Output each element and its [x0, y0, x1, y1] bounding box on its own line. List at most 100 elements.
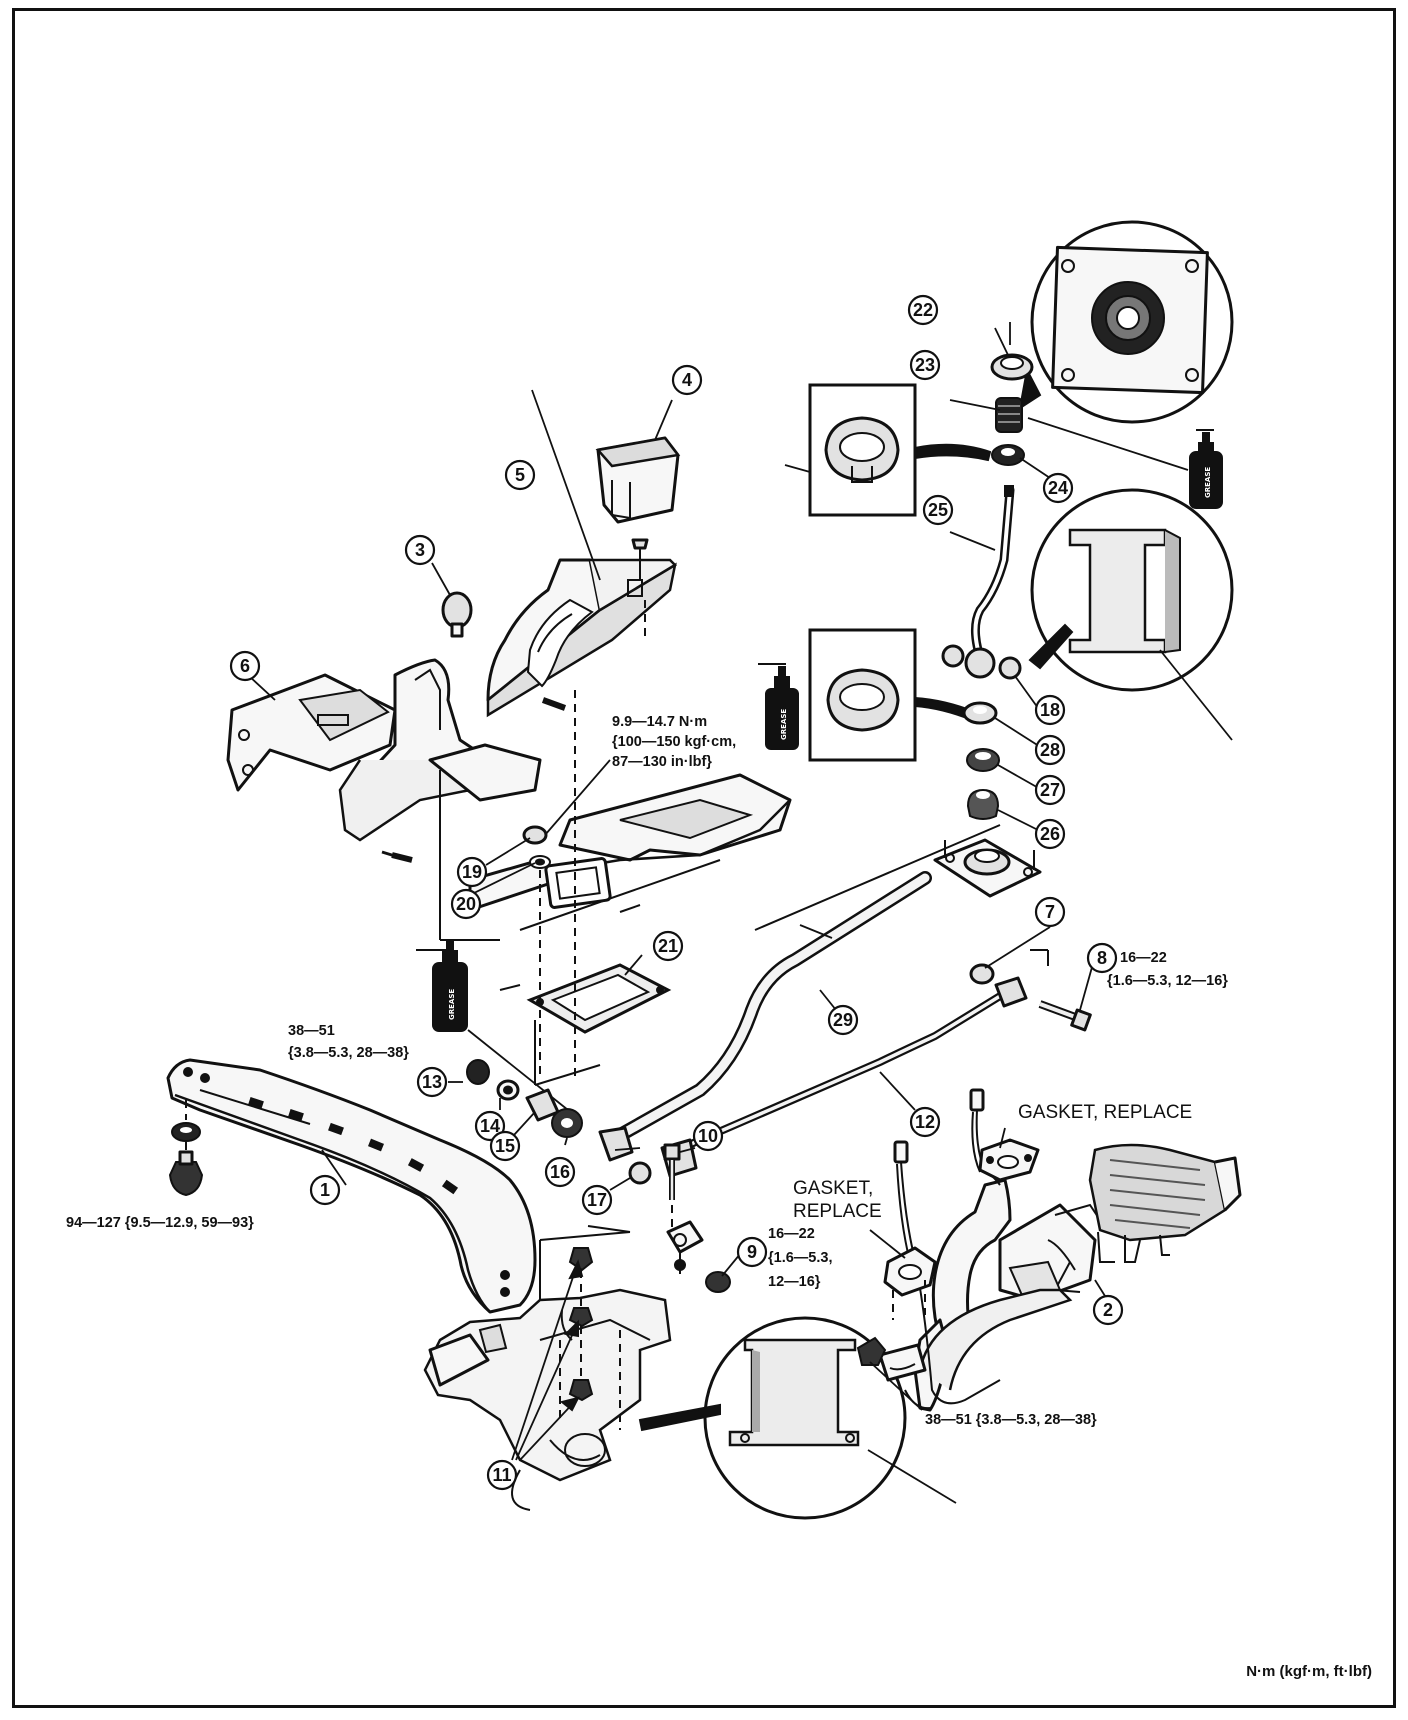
svg-text:19: 19 — [462, 862, 482, 882]
part-10-bolt — [663, 1143, 681, 1230]
grease-label: GREASE — [1204, 467, 1212, 498]
svg-text:8: 8 — [1097, 948, 1107, 968]
svg-text:28: 28 — [1040, 740, 1060, 760]
svg-text:21: 21 — [658, 936, 678, 956]
callout-16: 16 — [544, 1156, 576, 1188]
part-28-bushing — [962, 701, 998, 725]
part-9-nut — [705, 1271, 731, 1293]
callout-10: 10 — [692, 1120, 724, 1152]
note-gasket-replace-upper: GASKET, REPLACE — [1018, 1102, 1192, 1123]
callout-24: 24 — [1042, 472, 1074, 504]
torque-nut13-2: {3.8—5.3, 28—38} — [288, 1045, 409, 1061]
torque-flange-3: 12—16} — [768, 1274, 821, 1290]
part-29-extension-rod — [598, 871, 932, 1162]
callout-1: 1 — [309, 1174, 341, 1206]
callout-9: 9 — [736, 1236, 768, 1268]
callout-6: 6 — [229, 650, 261, 682]
grease-can-center: GREASE — [758, 663, 799, 750]
callout-26: 26 — [1034, 818, 1066, 850]
grease-label: GREASE — [780, 709, 788, 740]
part-8-bolt — [1030, 949, 1092, 1032]
exhaust-flange-nut — [856, 1336, 887, 1366]
svg-text:23: 23 — [915, 355, 935, 375]
part-4-cap — [595, 436, 681, 524]
part-22-boot-bushing — [990, 322, 1034, 381]
torque-bolt8-1: 16—22 — [1120, 950, 1167, 966]
crossmember-mount-bolt — [168, 1100, 204, 1197]
callout-19: 19 — [456, 856, 488, 888]
svg-text:15: 15 — [495, 1136, 515, 1156]
callout-5: 5 — [504, 459, 536, 491]
svg-text:7: 7 — [1045, 902, 1055, 922]
callout-4: 4 — [671, 364, 703, 396]
detail-box-lower — [808, 628, 917, 762]
svg-text:27: 27 — [1040, 780, 1060, 800]
callout-15: 15 — [489, 1130, 521, 1162]
torque-bolt8-2: {1.6—5.3, 12—16} — [1107, 973, 1228, 989]
part-23-spring — [995, 397, 1023, 433]
front-exhaust-pipe-lower — [878, 1288, 1073, 1412]
callout-27: 27 — [1034, 774, 1066, 806]
svg-text:26: 26 — [1040, 824, 1060, 844]
callout-20: 20 — [450, 888, 482, 920]
torque-flange-2: {1.6—5.3, — [768, 1250, 833, 1266]
detail-circle-right — [1030, 488, 1234, 741]
svg-text:12: 12 — [915, 1112, 935, 1132]
callout-22: 22 — [907, 294, 939, 326]
svg-text:14: 14 — [480, 1116, 500, 1136]
callout-17: 17 — [581, 1184, 613, 1216]
torque-shift-cover-1: 9.9—14.7 N·m — [612, 714, 707, 730]
svg-text:20: 20 — [456, 894, 476, 914]
callout-29: 29 — [827, 1004, 859, 1036]
part-7-nut — [969, 963, 995, 985]
callout-7: 7 — [1034, 896, 1066, 928]
svg-text:4: 4 — [682, 370, 692, 390]
svg-text:1: 1 — [320, 1180, 330, 1200]
part-18-bushes — [941, 644, 1022, 680]
svg-text:10: 10 — [698, 1126, 718, 1146]
part-5-console — [486, 538, 678, 718]
svg-text:16: 16 — [550, 1162, 570, 1182]
part-13-nut — [466, 1059, 490, 1085]
detail-circle-bottom — [703, 1316, 957, 1520]
svg-text:25: 25 — [928, 500, 948, 520]
part-2-exhaust-pipe — [931, 1143, 1242, 1342]
part-11-nuts — [560, 1247, 594, 1402]
svg-text:6: 6 — [240, 656, 250, 676]
shift-bracket-plate — [933, 838, 1042, 898]
torque-shift-cover-2: {100—150 kgf·cm, — [612, 734, 736, 750]
part-24-bushing — [991, 444, 1025, 466]
grease-label: GREASE — [448, 989, 456, 1020]
callout-21: 21 — [652, 930, 684, 962]
callout-12: 12 — [909, 1106, 941, 1138]
detail-circle-top — [1030, 220, 1234, 424]
callout-3: 3 — [404, 534, 436, 566]
floor-trim — [428, 743, 1001, 991]
svg-text:2: 2 — [1103, 1300, 1113, 1320]
part-25-shift-lever — [964, 485, 1015, 679]
callout-18: 18 — [1034, 694, 1066, 726]
part-20-washer — [529, 855, 551, 869]
torque-exhaust-nut: 38—51 {3.8—5.3, 28—38} — [925, 1412, 1097, 1428]
callout-11-arrows — [511, 1259, 584, 1461]
svg-text:3: 3 — [415, 540, 425, 560]
part-26-bushing — [966, 788, 1000, 820]
lower-flange-gasket — [883, 1246, 937, 1320]
transmission-housing — [423, 1288, 672, 1511]
note-gasket-replace-lower-1: GASKET, — [793, 1178, 873, 1199]
torque-nut13-1: 38—51 — [288, 1023, 335, 1039]
svg-text:5: 5 — [515, 465, 525, 485]
callout-11: 11 — [486, 1459, 518, 1491]
svg-text:9: 9 — [747, 1242, 757, 1262]
svg-text:13: 13 — [422, 1072, 442, 1092]
part-27-bushing — [966, 748, 1000, 772]
part-17-bushing — [628, 1161, 652, 1185]
torque-shift-cover-3: 87—130 in·lbf} — [612, 754, 712, 770]
svg-text:17: 17 — [587, 1190, 607, 1210]
callout-13: 13 — [416, 1066, 448, 1098]
part-3-knob — [441, 591, 473, 638]
svg-text:22: 22 — [913, 300, 933, 320]
part-16-bushing — [551, 1108, 583, 1138]
part-1-crossmember — [166, 1058, 537, 1314]
